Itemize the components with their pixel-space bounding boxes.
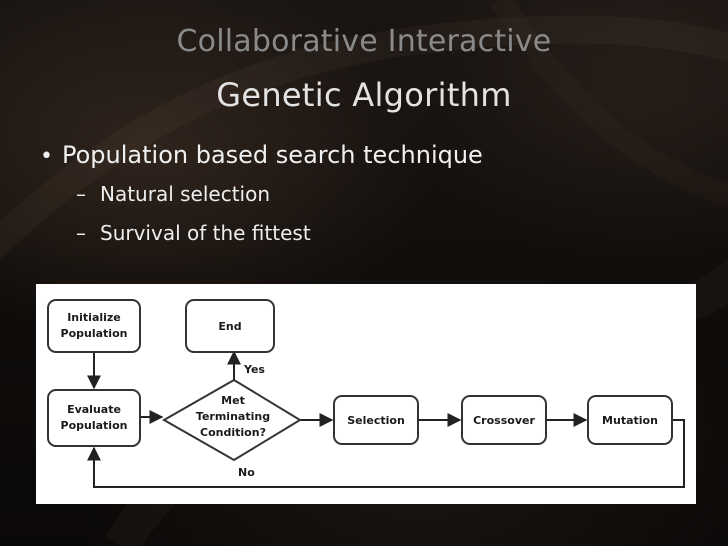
slide-title-line-2: Genetic Algorithm — [0, 74, 728, 116]
node-decision-label-2: Terminating — [196, 410, 270, 423]
node-initialize-label-1: Initialize — [67, 311, 121, 324]
sub-item-text: Natural selection — [100, 182, 271, 206]
flowchart-panel: Initialize Population End Evaluate Popul… — [36, 284, 696, 504]
sub-item-natural-selection: –Natural selection — [76, 180, 270, 208]
node-mutation: Mutation — [587, 395, 673, 445]
sub-item-survival: –Survival of the fittest — [76, 219, 311, 247]
bullet-marker: • — [40, 144, 53, 169]
bullet-item: • Population based search technique — [40, 138, 483, 174]
node-selection: Selection — [333, 395, 419, 445]
edge-mutation-loop-back — [87, 419, 685, 488]
sub-item-text: Survival of the fittest — [100, 221, 311, 245]
edge-label-no: No — [238, 466, 255, 479]
node-decision-terminating: Met Terminating Condition? — [161, 378, 302, 462]
node-initialize-label-2: Population — [61, 327, 128, 340]
node-decision-label-3: Condition? — [200, 426, 266, 439]
node-end-label: End — [218, 320, 241, 333]
node-decision-label-1: Met — [221, 394, 245, 407]
node-evaluate-label-1: Evaluate — [67, 403, 121, 416]
slide-title-line-1: Collaborative Interactive — [176, 24, 552, 59]
flowchart: Initialize Population End Evaluate Popul… — [47, 299, 685, 488]
slide-title-text: Genetic Algorithm — [216, 76, 512, 114]
node-crossover: Crossover — [461, 395, 547, 445]
node-evaluate-population: Evaluate Population — [47, 389, 141, 447]
node-selection-label: Selection — [347, 414, 405, 427]
node-mutation-label: Mutation — [602, 414, 658, 427]
node-crossover-label: Crossover — [473, 414, 535, 427]
edge-label-yes: Yes — [243, 363, 265, 376]
node-evaluate-label-2: Population — [61, 419, 128, 432]
bullet-text: Population based search technique — [62, 141, 483, 169]
node-initialize-population: Initialize Population — [47, 299, 141, 353]
node-end: End — [185, 299, 275, 353]
sub-item-marker: – — [76, 182, 86, 206]
sub-item-marker: – — [76, 221, 86, 245]
